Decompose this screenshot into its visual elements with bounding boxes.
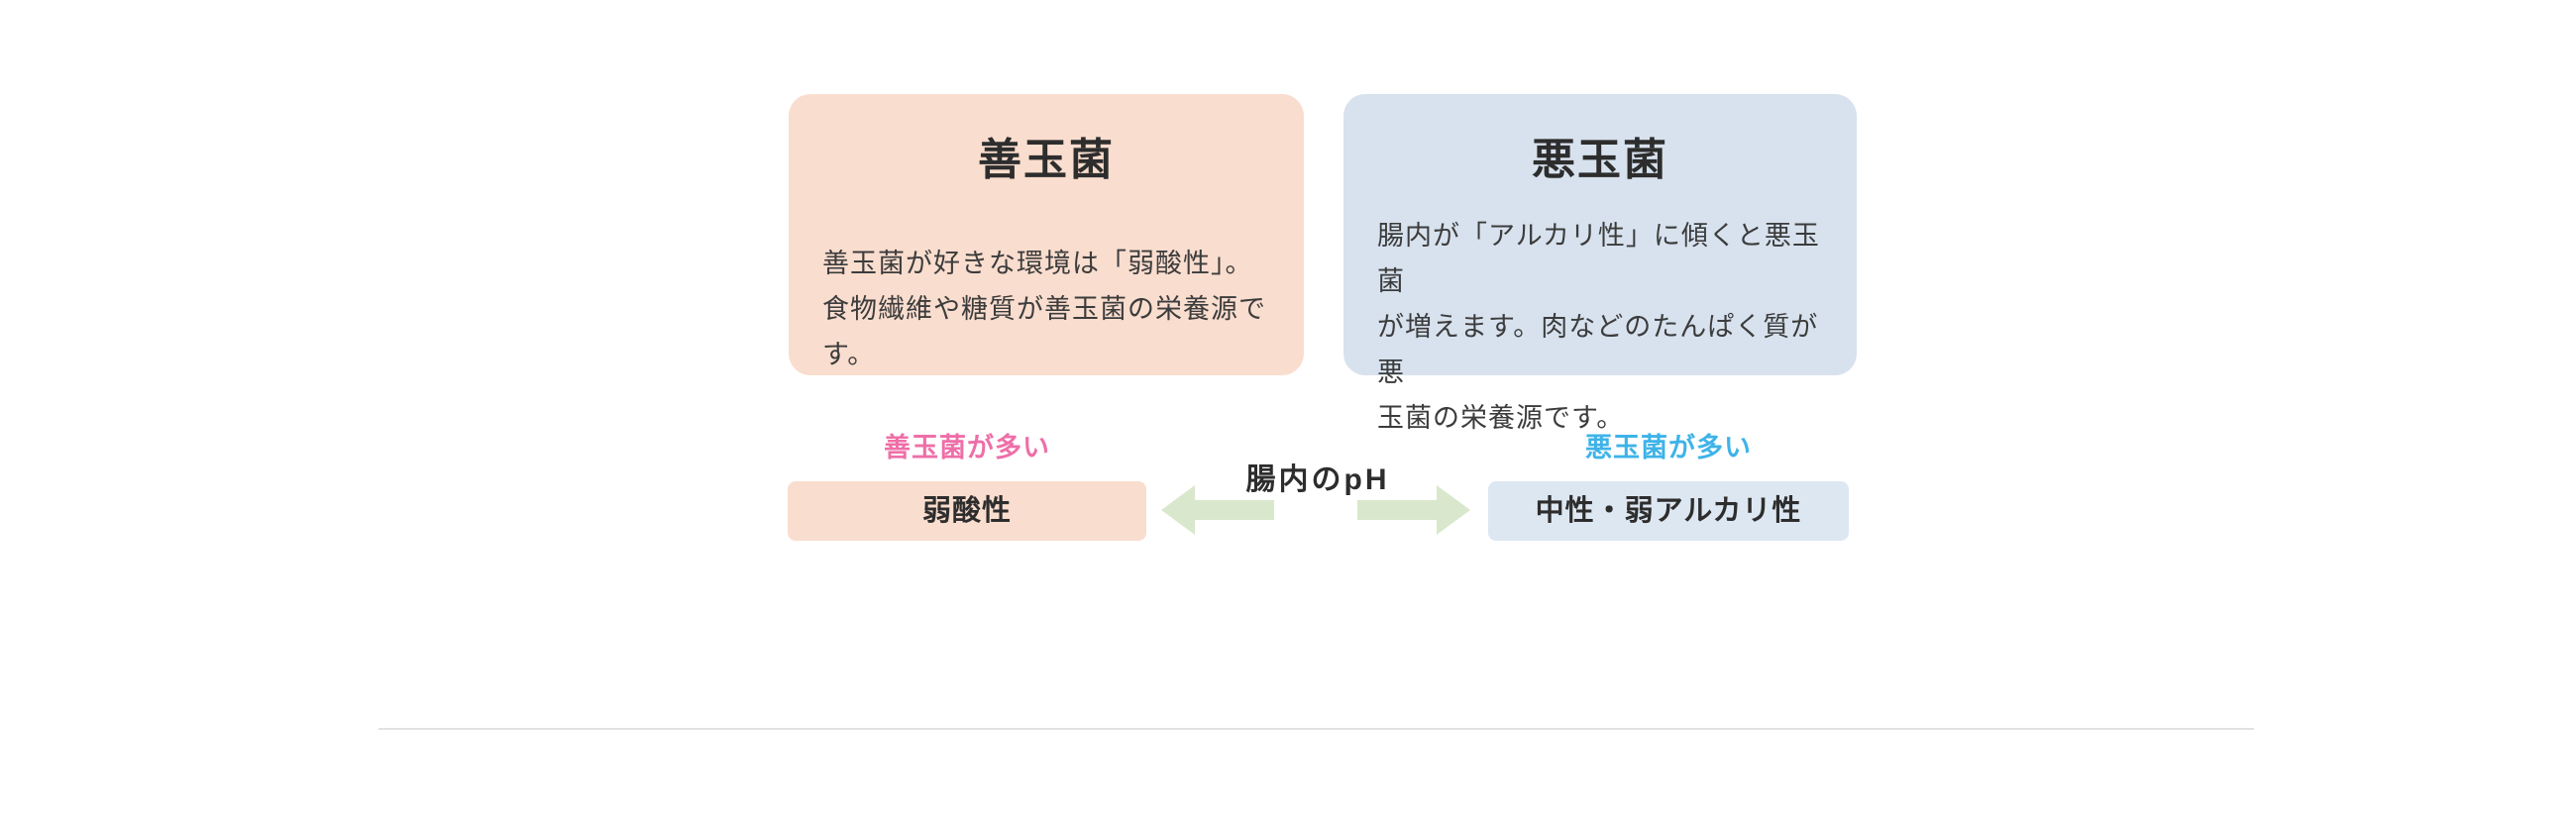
horizontal-divider [378,728,2254,730]
bad-bacteria-many-label: 悪玉菌が多い [1585,433,1752,462]
good-bacteria-card-body: 善玉菌が好きな環境は「弱酸性」。 食物繊維や糖質が善玉菌の栄養源です。 [789,241,1304,377]
bad-bacteria-body-line-2: が増えます。肉などのたんぱく質が悪 [1377,312,1819,387]
bad-bacteria-card: 悪玉菌 腸内が「アルカリ性」に傾くと悪玉菌 が増えます。肉などのたんぱく質が悪 … [1343,94,1857,433]
good-bacteria-card: 善玉菌 善玉菌が好きな環境は「弱酸性」。 食物繊維や糖質が善玉菌の栄養源です。 [789,94,1304,375]
good-bacteria-card-title: 善玉菌 [978,136,1115,184]
arrow-left-icon [1161,484,1274,536]
arrow-right-icon [1357,484,1470,536]
intestinal-ph-heading: 腸内のpH [1245,463,1390,496]
bad-bacteria-body-line-3: 玉菌の栄養源です。 [1377,403,1625,433]
bad-bacteria-card-title: 悪玉菌 [1532,136,1668,184]
good-bacteria-many-label: 善玉菌が多い [884,433,1050,462]
weak-acid-box: 弱酸性 [788,481,1146,541]
good-bacteria-body-line-1: 善玉菌が好きな環境は「弱酸性」。 [822,249,1253,278]
good-bacteria-body-line-2: 食物繊維や糖質が善玉菌の栄養源です。 [822,294,1266,369]
bad-bacteria-card-body: 腸内が「アルカリ性」に傾くと悪玉菌 が増えます。肉などのたんぱく質が悪 玉菌の栄… [1343,213,1857,441]
neutral-weak-alkaline-box: 中性・弱アルカリ性 [1488,481,1849,541]
bad-bacteria-body-line-1: 腸内が「アルカリ性」に傾くと悪玉菌 [1377,221,1820,296]
